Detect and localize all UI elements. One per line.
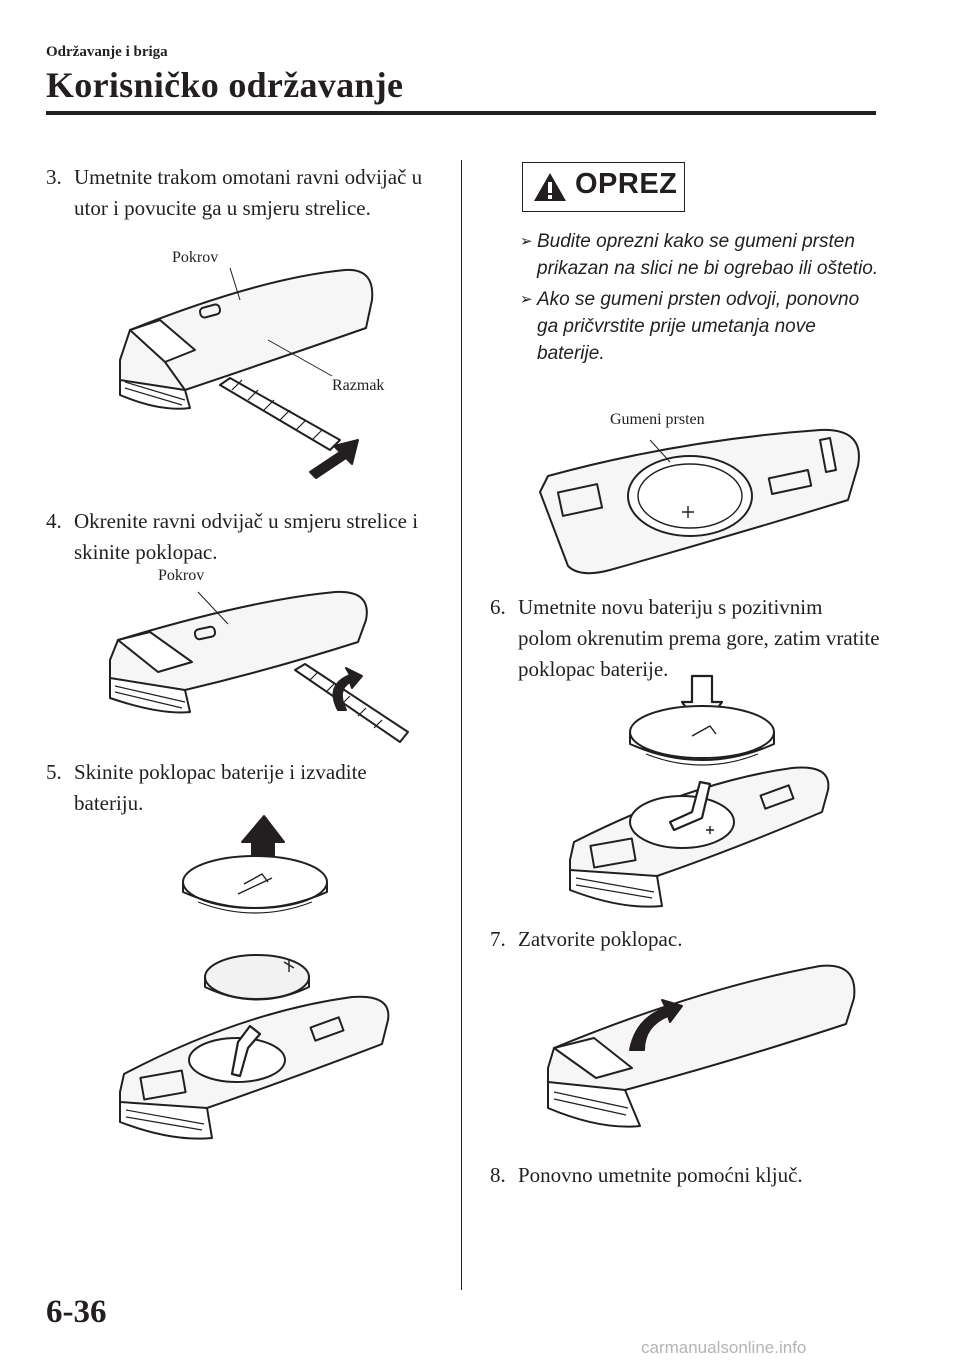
label-rubber-ring: Gumeni prsten bbox=[610, 411, 705, 428]
step-6: 6. Umetnite novu bateriju s pozitivnim p… bbox=[490, 592, 880, 685]
step-8: 8. Ponovno umetnite pomoćni ključ. bbox=[490, 1160, 880, 1191]
step-text: Okrenite ravni odvijač u smjeru strelice… bbox=[74, 509, 419, 564]
caution-item: ➢ Ako se gumeni prsten odvoji, ponovno g… bbox=[520, 286, 880, 367]
arrow-bullet-icon: ➢ bbox=[520, 233, 533, 250]
step-text: Skinite poklopac baterije i izvadite bat… bbox=[74, 760, 367, 815]
step-number: 5. bbox=[46, 760, 62, 784]
step-number: 3. bbox=[46, 165, 62, 189]
arrow-bullet-icon: ➢ bbox=[520, 291, 533, 308]
step-4: 4. Okrenite ravni odvijač u smjeru strel… bbox=[46, 506, 426, 568]
caution-list: ➢ Budite oprezni kako se gumeni prsten p… bbox=[520, 228, 880, 371]
step-number: 7. bbox=[490, 927, 506, 951]
label-cover: Pokrov bbox=[172, 249, 218, 266]
step-number: 6. bbox=[490, 595, 506, 619]
figure-remove-battery bbox=[112, 812, 397, 1152]
page-title: Korisničko održavanje bbox=[46, 65, 404, 105]
figure-insert-screwdriver: Pokrov Razmak bbox=[100, 240, 410, 490]
column-divider bbox=[461, 160, 462, 1290]
step-3: 3. Umetnite trakom omotani ravni odvijač… bbox=[46, 162, 426, 224]
label-gap: Razmak bbox=[332, 377, 384, 394]
step-5: 5. Skinite poklopac baterije i izvadite … bbox=[46, 757, 426, 819]
caution-title: OPREZ bbox=[575, 168, 678, 200]
step-text: Umetnite trakom omotani ravni odvijač u … bbox=[74, 165, 423, 220]
step-number: 4. bbox=[46, 509, 62, 533]
step-text: Umetnite novu bateriju s pozitivnim polo… bbox=[518, 595, 880, 681]
figure-insert-battery bbox=[562, 672, 837, 922]
step-number: 8. bbox=[490, 1163, 506, 1187]
warning-triangle-icon bbox=[534, 173, 566, 201]
watermark: carmanualsonline.info bbox=[641, 1338, 807, 1357]
step-7: 7. Zatvorite poklopac. bbox=[490, 924, 880, 955]
figure-remove-cover: Pokrov bbox=[100, 560, 410, 750]
section-label: Održavanje i briga bbox=[46, 44, 168, 60]
caution-box: OPREZ bbox=[522, 162, 685, 212]
figure-close-cover bbox=[540, 958, 860, 1148]
caution-item-text: Ako se gumeni prsten odvoji, ponovno ga … bbox=[537, 289, 860, 364]
figure-rubber-ring: Gumeni prsten bbox=[530, 400, 870, 590]
label-cover: Pokrov bbox=[158, 567, 204, 584]
title-rule bbox=[46, 111, 876, 115]
step-text: Ponovno umetnite pomoćni ključ. bbox=[518, 1163, 803, 1187]
caution-item-text: Budite oprezni kako se gumeni prsten pri… bbox=[537, 231, 879, 279]
step-text: Zatvorite poklopac. bbox=[518, 927, 683, 951]
caution-item: ➢ Budite oprezni kako se gumeni prsten p… bbox=[520, 228, 880, 282]
page-number: 6-36 bbox=[46, 1294, 107, 1330]
